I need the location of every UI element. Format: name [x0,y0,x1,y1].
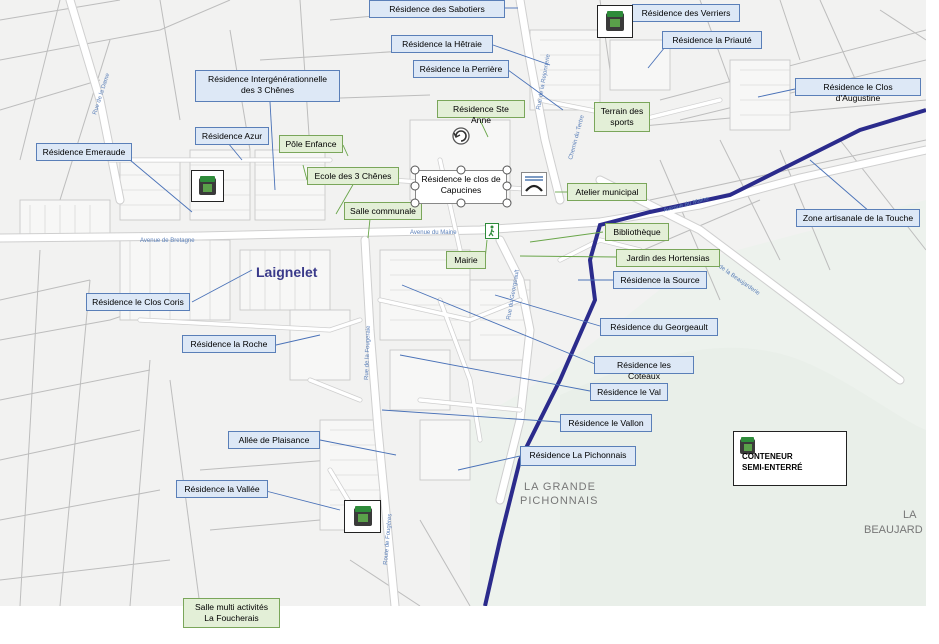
label-residence-clos-capucines: Résidence le clos de Capucines [421,174,501,195]
resize-handle[interactable] [456,165,466,175]
label-residence-ste-anne: Résidence Ste Anne [437,100,525,125]
label-residence-vallon: Résidence le Vallon [560,414,652,432]
label-residence-verriers: Résidence des Verriers [632,4,740,22]
label-residence-clos-coris: Résidence le Clos Coris [86,293,190,311]
label-residence-clos-augustine: Résidence le Clos d'Augustine [795,78,921,103]
legend: CONTENEUR SEMI-ENTERRÉ [733,431,847,486]
label-salle-multi-activites: Salle multi activités La Foucherais [183,598,280,628]
street-label: Avenue de Bretagne [140,238,195,244]
label-bibliotheque: Bibliothèque [605,223,669,241]
area-label: PICHONNAIS [520,495,598,507]
resize-handle[interactable] [410,198,420,208]
resize-handle[interactable] [502,165,512,175]
container-icon [191,170,224,202]
container-icon [344,500,381,533]
rotate-handle-icon[interactable] [452,127,470,145]
label-jardin-hortensias: Jardin des Hortensias [616,249,720,267]
resize-handle[interactable] [410,165,420,175]
label-residence-georgeault: Résidence du Georgeault [600,318,718,336]
label-residence-intergenerationnelle: Résidence Intergénérationnelle des 3 Chê… [195,70,340,102]
label-residence-azur: Résidence Azur [195,127,269,145]
label-residence-priaute: Résidence la Priauté [662,31,762,49]
town-label: Laignelet [256,264,318,280]
bridge-icon [521,172,547,196]
resize-handle[interactable] [410,181,420,191]
label-pole-enfance: Pôle Enfance [279,135,343,153]
label-mairie: Mairie [446,251,486,269]
label-residence-pichonnais: Résidence La Pichonnais [520,446,636,466]
label-ecole-3-chenes: Ecole des 3 Chênes [307,167,399,185]
selection-handles[interactable] [408,125,516,211]
pedestrian-icon [485,223,499,239]
label-residence-source: Résidence la Source [613,271,707,289]
resize-handle[interactable] [456,198,466,208]
label-residence-sabotiers: Résidence des Sabotiers [369,0,505,18]
street-label: Rue de la Fougeraie [364,325,372,380]
street-label: Avenue du Maine [410,230,457,236]
container-icon [597,5,633,38]
legend-text: CONTENEUR SEMI-ENTERRÉ [742,451,802,473]
area-label: LA [903,509,917,521]
area-label: LA GRANDE [524,481,596,493]
label-atelier-municipal: Atelier municipal [567,183,647,201]
container-icon [740,437,755,454]
label-zone-artisanale: Zone artisanale de la Touche [796,209,920,227]
area-label: BEAUJARD [864,524,923,536]
legend-line-2: SEMI-ENTERRÉ [742,463,803,473]
label-residence-hetraie: Résidence la Hêtraie [391,35,493,53]
resize-handle[interactable] [502,198,512,208]
label-residence-roche: Résidence la Roche [182,335,276,353]
label-salle-communale: Salle communale [344,202,422,220]
label-terrain-sports: Terrain des sports [594,102,650,132]
street-label: Route de Fougères [383,513,393,565]
label-allee-plaisance: Allée de Plaisance [228,431,320,449]
label-residence-val: Résidence le Val [590,383,668,401]
label-residence-vallee: Résidence la Vallée [176,480,268,498]
label-residence-perriere: Résidence la Perrière [413,60,509,78]
legend-line-1: CONTENEUR [742,452,793,461]
label-residence-emeraude: Résidence Emeraude [36,143,132,161]
label-residence-coteaux: Résidence les Coteaux [594,356,694,381]
commune-boundary [483,108,926,606]
resize-handle[interactable] [502,181,512,191]
